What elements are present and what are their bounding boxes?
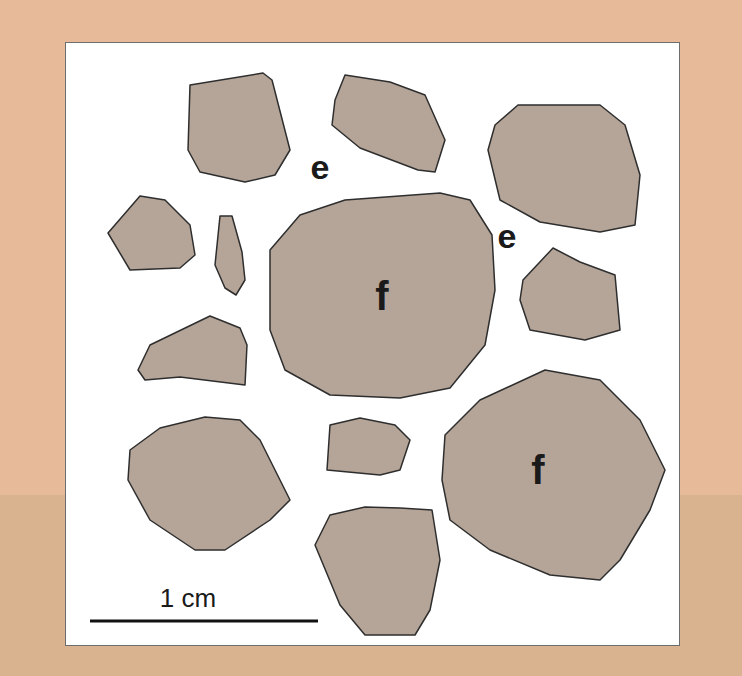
grain [188,73,290,182]
grain [315,507,440,635]
grain [128,417,290,550]
scale-bar [90,620,318,623]
grain-letter: f [375,276,388,316]
grain-shape [270,193,495,398]
grain [520,248,620,340]
grain-f: f [270,193,495,398]
grain-f: f [442,370,665,580]
grain [327,418,410,475]
grain-letter: f [531,450,544,490]
grain [488,105,640,232]
grain [215,216,245,295]
scale-label: 1 cm [160,585,216,611]
grain [332,75,445,172]
grain [138,316,247,385]
grain-outline [442,370,665,580]
pore-label: e [311,150,330,184]
pore-label: e [498,219,517,253]
grain [108,196,195,270]
grain-shape [442,370,665,580]
